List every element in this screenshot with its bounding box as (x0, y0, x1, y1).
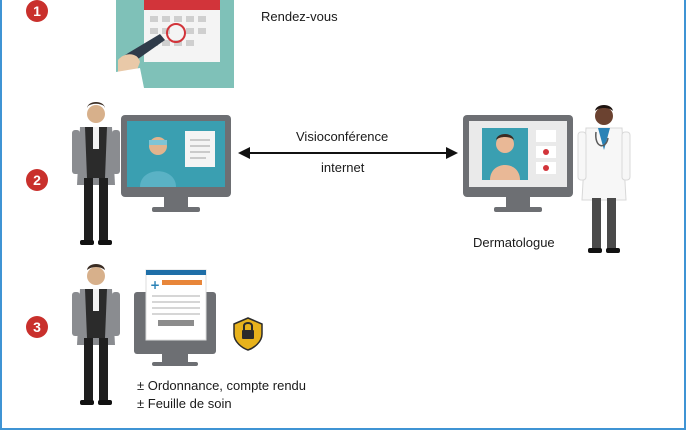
svg-text:+: + (150, 278, 160, 292)
doctor-figure (577, 105, 631, 253)
step-3-badge: 3 (26, 316, 48, 338)
feuille-de-soin-label: ± Feuille de soin (137, 396, 232, 411)
document-icon: + (134, 269, 216, 366)
step-1-badge: 1 (26, 0, 48, 22)
internet-label: internet (321, 160, 365, 175)
step-1-label: Rendez-vous (261, 9, 338, 24)
dermatologue-label: Dermatologue (473, 235, 555, 250)
step-2-badge: 2 (26, 169, 48, 191)
ordonnance-label: ± Ordonnance, compte rendu (137, 378, 307, 393)
monitor-icon (463, 115, 573, 212)
patient-figure (72, 102, 120, 245)
monitor-icon (121, 115, 231, 212)
patient-figure (72, 264, 120, 405)
lock-icon (233, 317, 263, 351)
double-arrow-icon (238, 147, 458, 159)
calendar-icon (116, 0, 234, 88)
visioconference-label: Visioconférence (296, 129, 389, 144)
